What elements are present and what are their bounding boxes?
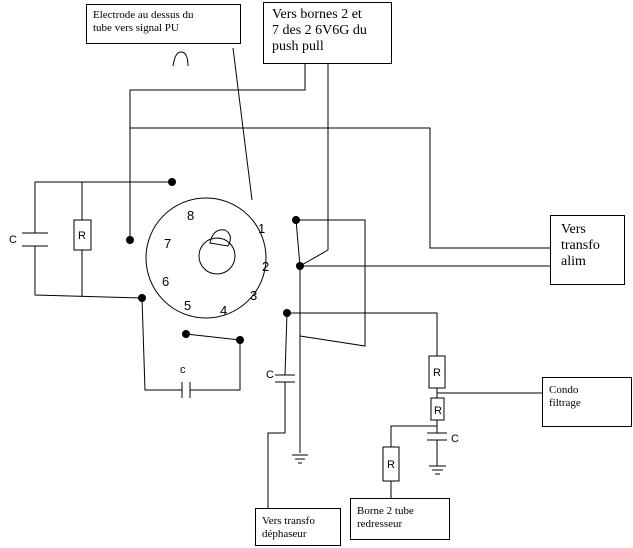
push-pull-note: Vers bornes 2 et 7 des 2 6V6G du push pu…: [263, 2, 392, 64]
wire-pin3-right: [287, 312, 438, 356]
pin-label: 8: [187, 208, 194, 223]
wire-top-1: [129, 64, 306, 240]
junction-dot: [182, 330, 190, 338]
socket-key: [209, 229, 231, 247]
wire-pin1-box: [296, 219, 366, 347]
transfo-alim-note-text: Vers transfo alim: [561, 222, 600, 270]
borne2-redresseur-note: Borne 2 tube redresseur: [350, 498, 450, 540]
capacitor-right-label: C: [451, 433, 459, 445]
tube-socket: [145, 197, 267, 319]
pin-label: 7: [164, 236, 171, 251]
junction-dot: [296, 262, 304, 270]
resistor-left-label: R: [78, 230, 86, 242]
junction-dot: [283, 309, 291, 317]
resistor-low-label: R: [387, 459, 395, 471]
capacitor-left-label: C: [9, 234, 17, 246]
borne2-redresseur-note-text: Borne 2 tube redresseur: [357, 505, 414, 530]
condo-filtrage-note: Condo filtrage: [542, 377, 632, 427]
wire-bornes-down: [299, 64, 329, 267]
electrode-cap: [172, 51, 189, 67]
push-pull-note-text: Vers bornes 2 et 7 des 2 6V6G du push pu…: [272, 7, 367, 55]
junction-dot: [126, 236, 134, 244]
pin-label: 2: [262, 259, 269, 274]
wire-bottom-loop-2: [190, 340, 241, 391]
resistor-left: [73, 219, 92, 251]
capacitor-mid-label: C: [266, 369, 274, 381]
junction-dot: [168, 178, 176, 186]
transfo-dephaseur-note-text: Vers transfo déphaseur: [262, 515, 315, 540]
condo-filtrage-note-text: Condo filtrage: [549, 384, 581, 409]
electrode-note-text: Electrode au dessus du tube vers signal …: [93, 9, 194, 34]
pin-label: 1: [258, 221, 265, 236]
wire-bottom-loop: [141, 297, 182, 391]
electrode-note: Electrode au dessus du tube vers signal …: [86, 4, 241, 44]
pin-label: 4: [220, 303, 227, 318]
junction-dot: [292, 216, 300, 224]
resistor-top-right-label: R: [433, 367, 441, 379]
wire-left-bottom: [34, 246, 143, 299]
pin-label: 5: [184, 298, 191, 313]
wire-c-mid-down: [267, 382, 286, 508]
wire-r-low: [390, 425, 437, 447]
transfo-alim-note: Vers transfo alim: [550, 215, 625, 285]
junction-dot: [236, 336, 244, 344]
pin-label: 6: [162, 274, 169, 289]
capacitor-bottom-label: c: [180, 364, 186, 376]
electrode-lead: [232, 47, 253, 201]
junction-dot: [138, 294, 146, 302]
transfo-dephaseur-note: Vers transfo déphaseur: [255, 508, 341, 546]
resistor-mid-right-label: R: [434, 405, 442, 417]
wire-pin4-5: [185, 333, 241, 341]
pin-label: 3: [250, 288, 257, 303]
socket-center-hole: [198, 237, 236, 275]
wire-pin1-down: [295, 219, 301, 453]
wire-top-2: [130, 127, 550, 249]
wire-c-mid: [284, 312, 288, 376]
wire-left-top: [34, 181, 172, 233]
